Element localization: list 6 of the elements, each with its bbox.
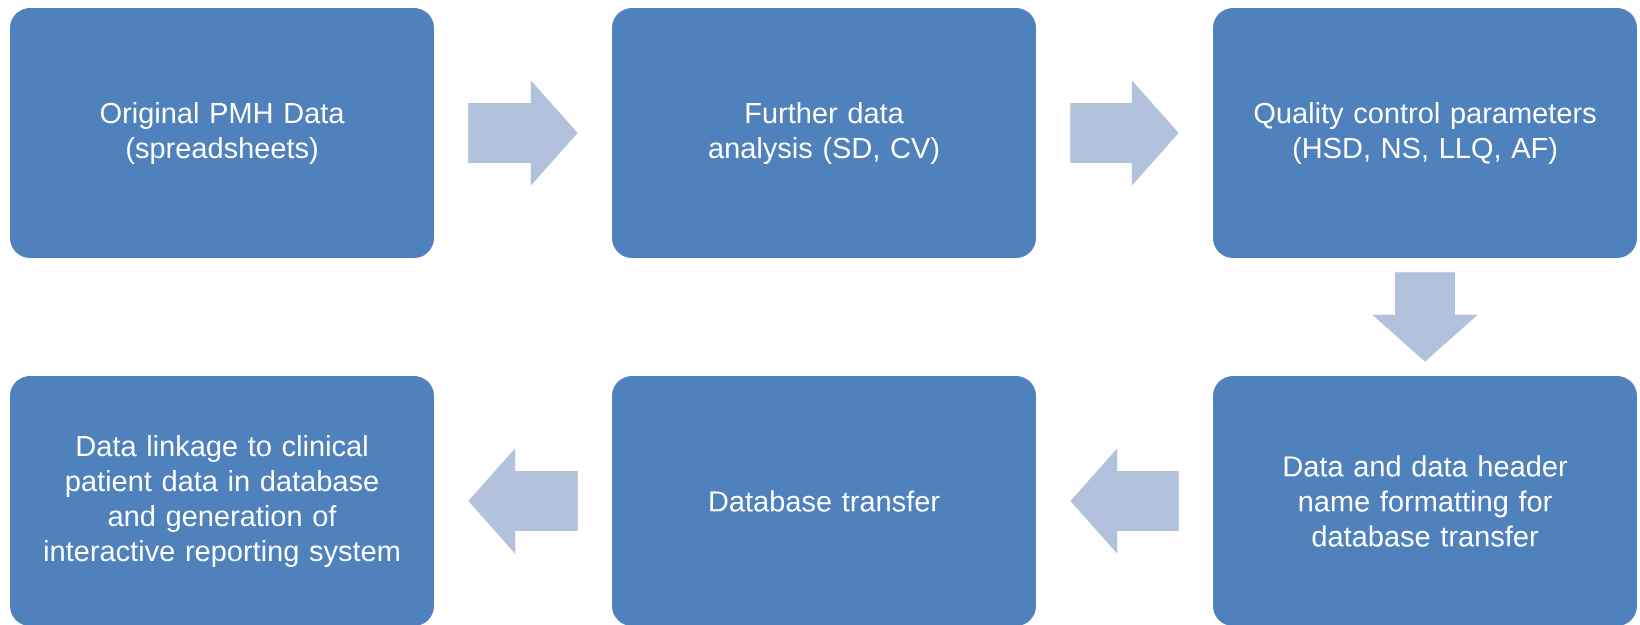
process-box: Database transfer [612, 376, 1036, 625]
process-box: Data linkage to clinical patient data in database and generation of interactive reporting system [10, 376, 434, 625]
process-box: Quality control parameters (HSD, NS, LLQ, AF) [1213, 8, 1637, 258]
process-box: Original PMH Data (spreadsheets) [10, 8, 434, 258]
process-box: Data and data header name formatting for database transfer [1213, 376, 1637, 625]
process-box: Further data analysis (SD, CV) [612, 8, 1036, 258]
